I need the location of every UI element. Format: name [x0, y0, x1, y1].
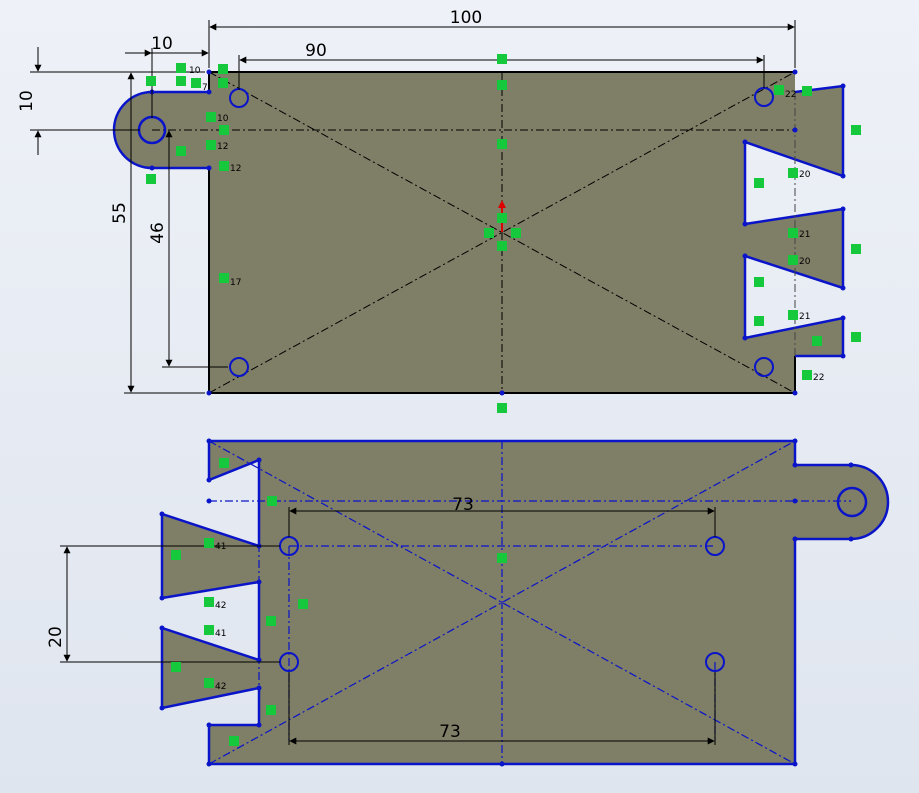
- rel-label-20-b: 20: [799, 257, 811, 267]
- rel-label-21-a: 21: [799, 230, 810, 240]
- rel-label-42-b: 42: [215, 682, 226, 692]
- rel-label-10-a: 10: [189, 66, 201, 76]
- rel-label-7: 7: [202, 83, 208, 93]
- dim-20[interactable]: 20: [46, 626, 66, 648]
- dim-73-top[interactable]: 73: [452, 495, 474, 515]
- bottom-dimension-lines: [60, 507, 716, 745]
- dim-10-vertical[interactable]: 10: [17, 90, 37, 112]
- dim-73-bottom[interactable]: 73: [439, 722, 461, 742]
- rel-label-42-a: 42: [215, 601, 226, 611]
- top-view: 100 90 10 10 55 46: [17, 8, 861, 413]
- top-relation-markers: [146, 54, 861, 413]
- dim-46[interactable]: 46: [148, 222, 168, 244]
- bottom-sketch-points: [159, 438, 854, 767]
- dim-55[interactable]: 55: [110, 202, 130, 224]
- bottom-plate[interactable]: [160, 439, 890, 766]
- top-plate[interactable]: [114, 72, 843, 393]
- top-teeth-outline[interactable]: [743, 84, 845, 358]
- rel-label-17: 17: [230, 278, 241, 288]
- rel-label-21-b: 21: [799, 312, 810, 322]
- rel-label-12-a: 12: [217, 142, 228, 152]
- rel-label-10-b: 10: [217, 114, 229, 124]
- dim-10-horizontal[interactable]: 10: [151, 34, 173, 54]
- rel-label-22-a: 22: [785, 90, 796, 100]
- rel-label-12-b: 12: [230, 164, 241, 174]
- rel-label-22-b: 22: [813, 373, 824, 383]
- top-sketch-points: [149, 69, 846, 396]
- rel-label-41-b: 41: [215, 629, 226, 639]
- rel-label-20-a: 20: [799, 170, 811, 180]
- bottom-view: 73 73 20 41 42 41 42: [46, 438, 890, 767]
- rel-label-41-a: 41: [215, 542, 226, 552]
- bottom-relation-markers: [171, 458, 507, 746]
- dim-100[interactable]: 100: [450, 8, 482, 28]
- dim-90[interactable]: 90: [305, 41, 327, 61]
